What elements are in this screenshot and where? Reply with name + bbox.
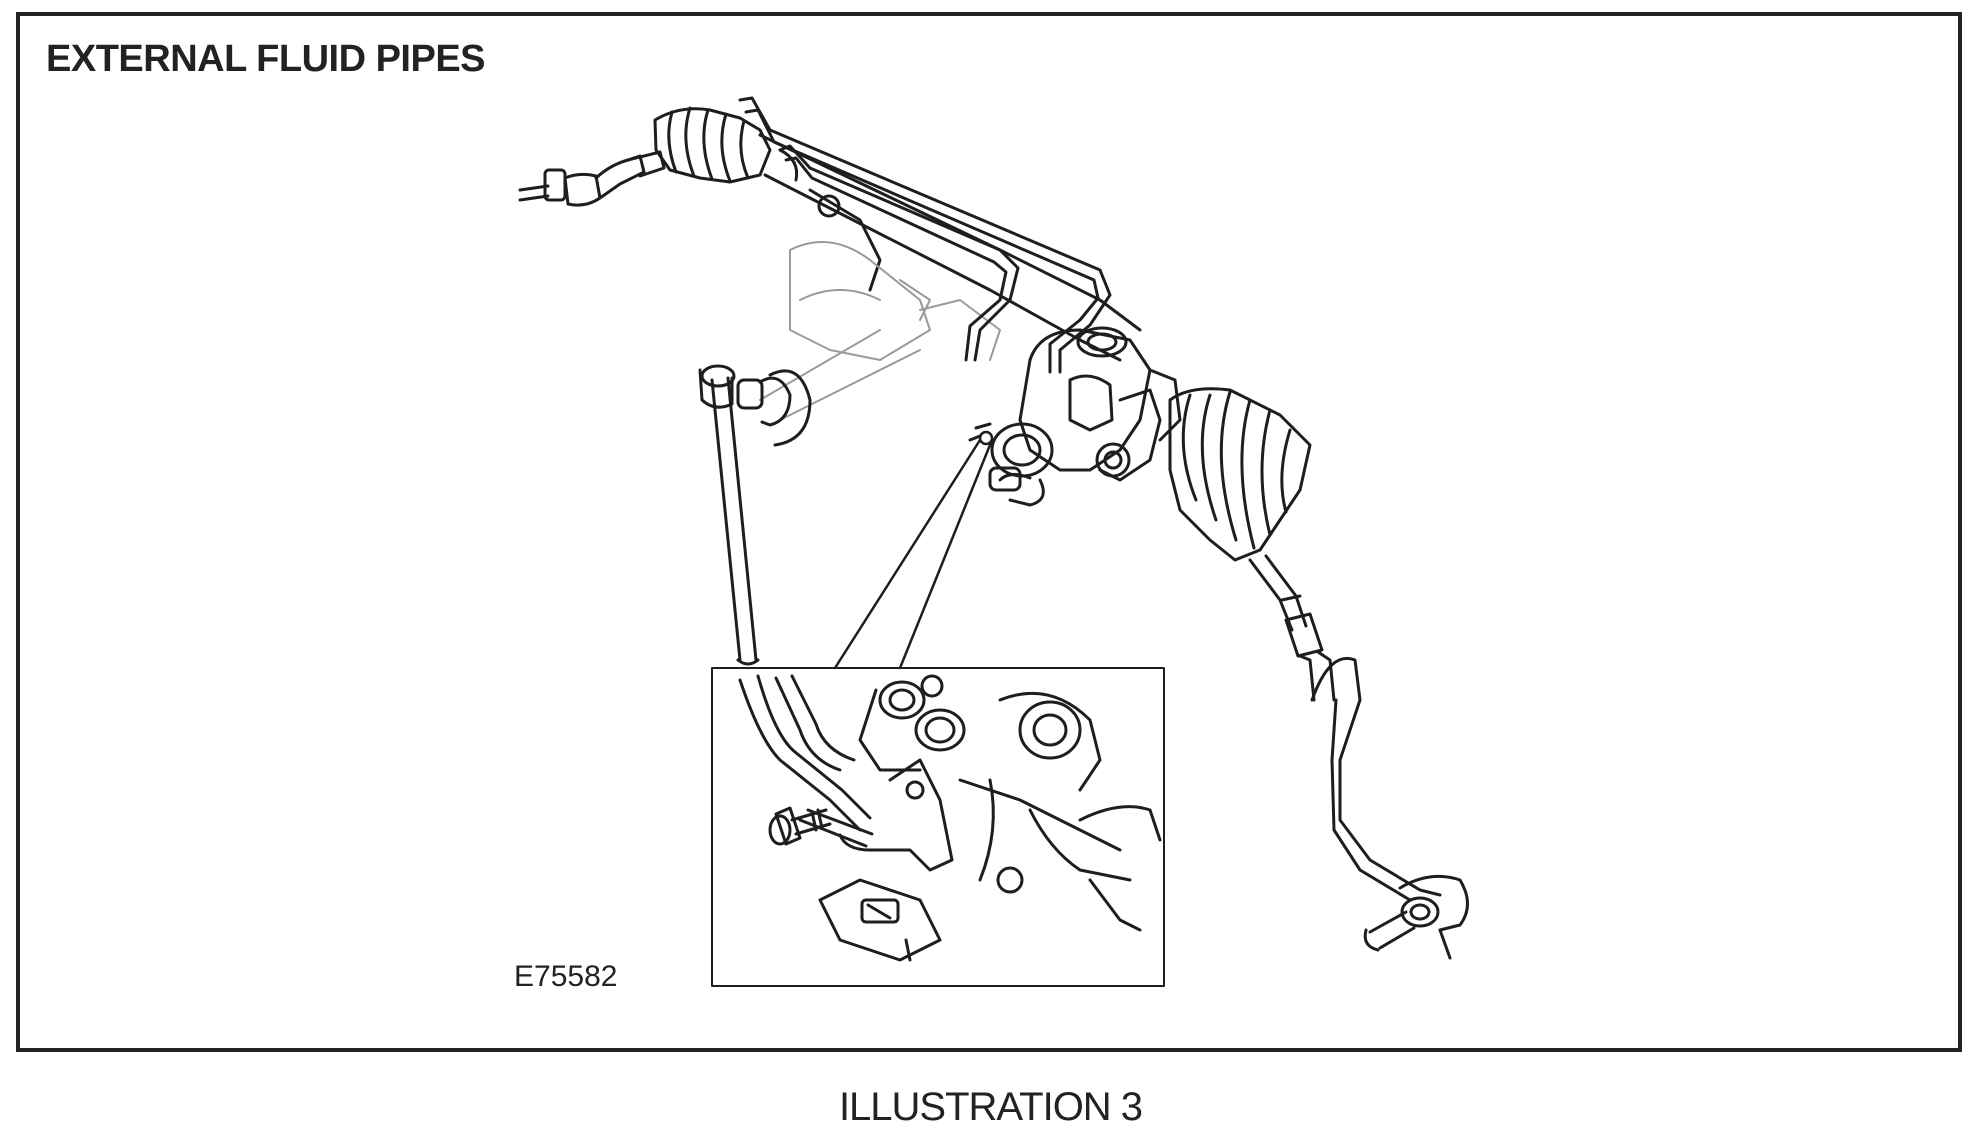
valve-body — [968, 326, 1182, 507]
mounting-bracket — [759, 241, 1001, 421]
rack-housing — [758, 133, 1142, 362]
illustration-caption: ILLUSTRATION 3 — [838, 1085, 1143, 1129]
illustration-frame — [16, 12, 1962, 1052]
pinion-shaft — [698, 364, 812, 666]
right-boot — [1168, 387, 1312, 562]
figure-reference-code: E75582 — [514, 960, 618, 993]
left-boot — [653, 106, 772, 184]
right-tie-rod — [1248, 554, 1469, 960]
detail-callout-lines — [833, 430, 994, 670]
left-tie-rod — [518, 150, 666, 207]
diagram-title: EXTERNAL FLUID PIPES — [46, 38, 486, 80]
detail-inset — [711, 667, 1165, 987]
external-fluid-pipes — [738, 96, 1112, 374]
